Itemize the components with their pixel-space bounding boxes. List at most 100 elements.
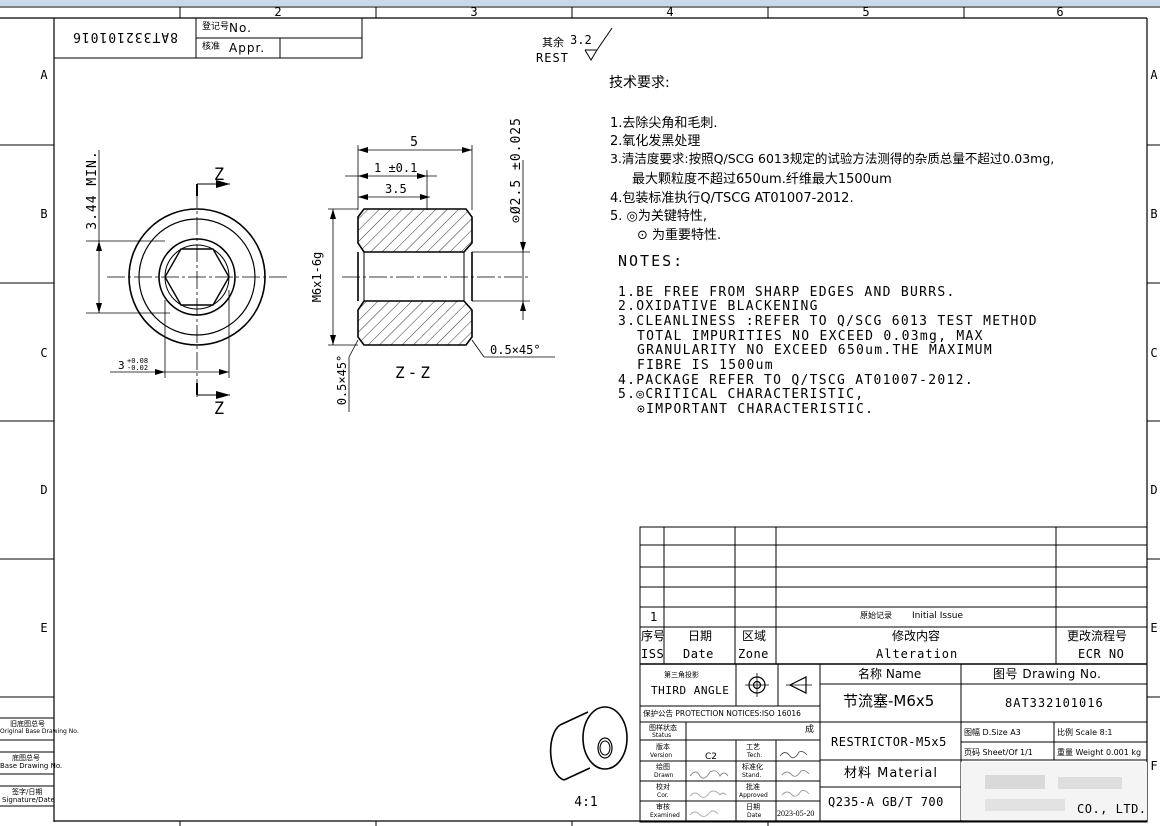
drawn-cn: 绘图 bbox=[656, 763, 670, 771]
dim-chamfer-right: 0.5×45° bbox=[490, 343, 541, 357]
row-label-d-right: D bbox=[1150, 483, 1157, 497]
reg-en: No. bbox=[229, 21, 252, 35]
row-label-a-right: A bbox=[1150, 68, 1158, 82]
cor-cn: 校对 bbox=[656, 783, 670, 791]
dim-thread: M6x1-6g bbox=[310, 252, 324, 303]
requirement-item-5: 5. ◎为关键特性, bbox=[610, 209, 708, 224]
requirement-item-3: 3.清洁度要求:按照Q/SCG 6013规定的试验方法测得的杂质总量不超过0.0… bbox=[610, 151, 1055, 166]
left-strip-label-3-cn: 签字/日期 bbox=[12, 788, 43, 796]
requirement-item-4: 4.包装标准执行Q/TSCG AT01007-2012. bbox=[610, 191, 854, 206]
sheet-label: 页码 Sheet/Of 1/1 bbox=[964, 748, 1033, 757]
note-item-5: 5.◎CRITICAL CHARACTERISTIC, bbox=[618, 387, 865, 402]
weight-label: 重量 Weight 0.001 kg bbox=[1057, 748, 1142, 757]
roughness-rest-en: REST bbox=[536, 51, 569, 65]
iso-scale: 4:1 bbox=[574, 795, 597, 810]
dim-min-length: 3.44 MIN. bbox=[85, 150, 100, 229]
left-strip-label-1-cn: 旧底图总号 bbox=[10, 720, 45, 728]
column-label-5: 5 bbox=[862, 5, 869, 19]
dim-length: 5 bbox=[410, 135, 418, 150]
rev-initial-cn: 原始记录 bbox=[860, 611, 892, 620]
note-item-5-cont: ⊙IMPORTANT CHARACTERISTIC. bbox=[637, 402, 875, 417]
row-label-a-left: A bbox=[40, 68, 48, 82]
name-label: 名称 Name bbox=[858, 667, 922, 681]
note-item-3-cont-3: FIBRE IS 1500um bbox=[637, 358, 774, 373]
scale-label: 比例 Scale 8:1 bbox=[1057, 728, 1113, 737]
column-label-4: 4 bbox=[666, 5, 673, 19]
requirement-item-1: 1.去除尖角和毛刺. bbox=[610, 116, 718, 131]
isometric-part bbox=[549, 706, 628, 781]
cor-en: Cor. bbox=[657, 792, 669, 799]
column-label-2: 2 bbox=[274, 5, 281, 19]
rev-zone-en: Zone bbox=[738, 647, 769, 661]
material-value: Q235-A GB/T 700 bbox=[828, 795, 944, 809]
approved-en: Approved bbox=[739, 792, 768, 799]
part-name-cn: 节流塞-M6x5 bbox=[843, 692, 935, 710]
dim-depth: 3.5 bbox=[385, 182, 407, 196]
dim-hex-tol-lower: -0.02 bbox=[127, 364, 148, 372]
row-label-f-right: F bbox=[1150, 759, 1157, 773]
border-frame bbox=[0, 6, 1160, 826]
projection-cn: 第三角投影 bbox=[664, 671, 699, 679]
examined-en: Examined bbox=[650, 812, 680, 819]
rev-iss-cn: 序号 bbox=[641, 629, 666, 643]
tech-cn: 工艺 bbox=[746, 743, 760, 751]
note-item-1: 1.BE FREE FROM SHARP EDGES AND BURRS. bbox=[618, 285, 956, 300]
left-strip-label-1-en: Original Base Drawing No. bbox=[0, 728, 79, 735]
version-value: C2 bbox=[705, 752, 718, 762]
rev-ecr-en: ECR NO bbox=[1078, 647, 1125, 661]
dim-hex-tol-upper: +0.08 bbox=[127, 357, 148, 365]
company-tail: CO., LTD. bbox=[1077, 802, 1147, 816]
note-item-3-cont-2: GRANULARITY NO EXCEED 650um.THE MAXIMUM bbox=[637, 343, 993, 358]
left-strip-label-2-cn: 底图总号 bbox=[12, 754, 40, 762]
drawn-en: Drawn bbox=[654, 772, 674, 779]
row-label-e-right: E bbox=[1150, 621, 1157, 635]
third-angle-symbol bbox=[745, 673, 812, 697]
version-en: Version bbox=[650, 752, 673, 759]
registration-box bbox=[53, 17, 363, 59]
rev-date-en: Date bbox=[683, 647, 714, 661]
drawing-no-label: 图号 Drawing No. bbox=[993, 667, 1102, 681]
requirement-item-5-cont: ⊙ 为重要特性. bbox=[637, 228, 722, 243]
reg-label: 登记号 bbox=[202, 22, 230, 32]
note-item-3: 3.CLEANLINESS :REFER TO Q/SCG 6013 TEST … bbox=[618, 314, 1038, 329]
section-view-label: Z-Z bbox=[395, 363, 433, 382]
stand-en: Stand. bbox=[742, 772, 762, 779]
column-label-3: 3 bbox=[470, 5, 477, 19]
row-label-b-left: B bbox=[40, 207, 47, 221]
end-view bbox=[86, 150, 290, 400]
tech-en: Tech. bbox=[747, 752, 763, 759]
appr-label: 核准 bbox=[202, 42, 221, 52]
section-mark-top: Z bbox=[214, 165, 224, 185]
appr-en: Appr. bbox=[229, 41, 266, 55]
rev-zone-cn: 区域 bbox=[742, 629, 767, 643]
roughness-value: 3.2 bbox=[570, 33, 592, 47]
approved-cn: 批准 bbox=[746, 783, 760, 791]
protection-notice: 保护公告 PROTECTION NOTICES:ISO 16016 bbox=[643, 709, 801, 718]
dim-groove: 1 ±0.1 bbox=[374, 161, 417, 175]
roughness-symbol bbox=[584, 27, 613, 61]
date-value: 2023-05-20 bbox=[777, 809, 815, 818]
material-label: 材料 Material bbox=[844, 766, 938, 781]
examined-cn: 审核 bbox=[656, 803, 670, 811]
date-cn: 日期 bbox=[746, 803, 760, 811]
rev-initial-en: Initial Issue bbox=[912, 611, 964, 621]
status-cn: 图样状态 bbox=[649, 724, 677, 732]
note-item-4: 4.PACKAGE REFER TO Q/TSCG AT01007-2012. bbox=[618, 373, 974, 388]
roughness-rest-cn: 其余 bbox=[542, 36, 564, 49]
section-view bbox=[328, 145, 555, 412]
rev-iss-en: ISS bbox=[641, 647, 665, 661]
requirements-heading: 技术要求: bbox=[609, 75, 670, 91]
row-label-b-right: B bbox=[1150, 207, 1157, 221]
title-block-grid bbox=[639, 526, 1148, 823]
row-label-e-left: E bbox=[40, 621, 47, 635]
left-strip-label-2-en: Base Drawing No. bbox=[0, 762, 63, 770]
drawing-number: 8AT332101016 bbox=[1005, 696, 1104, 710]
status-en: Status bbox=[652, 732, 672, 739]
stand-cn: 标准化 bbox=[742, 763, 763, 771]
dim-hex-width: 3 bbox=[118, 359, 125, 372]
status-value: 成 bbox=[805, 725, 815, 735]
dim-bore: ⊙Ø2.5 ±0.025 bbox=[509, 117, 524, 223]
rev-ecr-cn: 更改流程号 bbox=[1067, 629, 1128, 643]
part-name-en: RESTRICTOR-M5x5 bbox=[831, 735, 947, 749]
